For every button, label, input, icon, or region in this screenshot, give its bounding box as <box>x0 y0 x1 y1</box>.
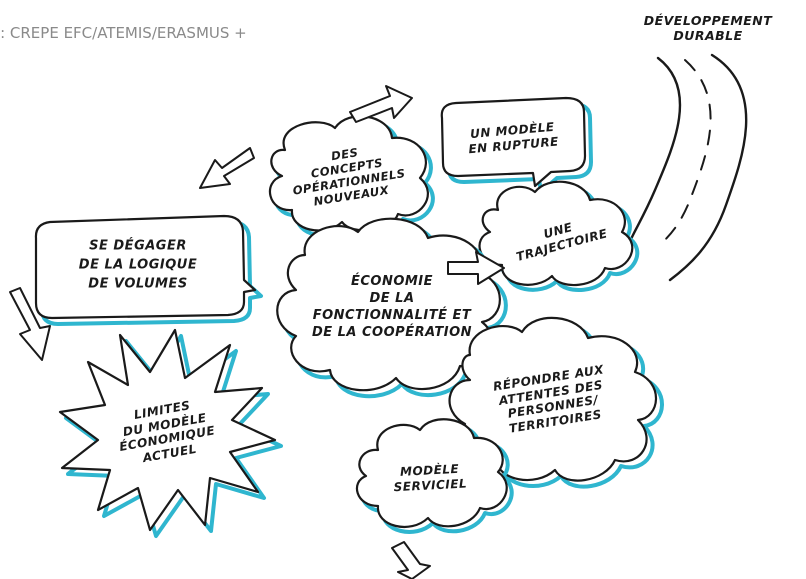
arrow-to-trajectoire-icon <box>447 251 505 285</box>
economie-label: ÉCONOMIE DE LA FONCTIONNALITÉ ET DE LA C… <box>311 274 473 340</box>
arrow-to-concepts-icon <box>199 147 255 189</box>
road-icon <box>626 53 748 282</box>
volumes-label: SE DÉGAGER DE LA LOGIQUE DE VOLUMES <box>78 238 198 292</box>
trajectoire-cloud-shape <box>478 180 640 293</box>
arrow-to-serviciel-icon <box>391 541 431 579</box>
serviciel-cloud-shape <box>355 418 514 534</box>
concepts-cloud-shape <box>268 115 435 238</box>
volumes-bubble-shape <box>34 214 263 326</box>
source-credit: rce : CREPE EFC/ATEMIS/ERASMUS + <box>0 24 247 42</box>
title-label: DÉVELOPPEMENT DURABLE <box>643 12 773 43</box>
rupture-bubble-shape <box>440 96 593 194</box>
limites-burst-shape <box>58 328 283 538</box>
arrow-to-rupture-icon <box>349 85 413 123</box>
arrow-to-limites-icon <box>9 287 51 361</box>
serviciel-label: MODÈLE SERVICIEL <box>393 461 468 494</box>
